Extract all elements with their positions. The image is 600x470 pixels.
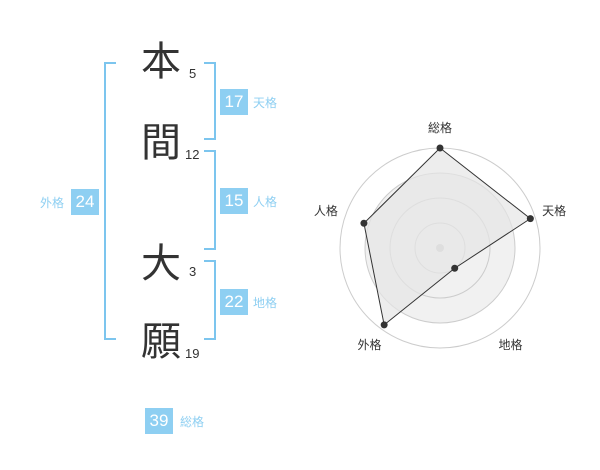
chikaku-bracket (204, 260, 216, 340)
stroke-count-1: 5 (189, 66, 197, 81)
radar-point-1 (436, 144, 444, 152)
radar-axis-label-2: 天格 (542, 203, 566, 218)
radar-axis-label-5: 人格 (314, 203, 338, 218)
outer-bracket (104, 62, 116, 340)
name-char-3: 大 (141, 241, 181, 287)
soukaku-label: 総格 (180, 415, 205, 429)
gaikaku-label: 外格 (40, 196, 65, 210)
radar-data-polygon (363, 147, 532, 326)
radar-point-5 (360, 219, 368, 227)
radar-point-2 (526, 215, 534, 223)
stroke-count-4: 19 (185, 346, 200, 361)
tenkaku-bracket (204, 62, 216, 140)
chikaku-value: 22 (220, 289, 248, 315)
name-char-1: 本 (141, 39, 181, 85)
stroke-count-3: 3 (189, 264, 197, 279)
tenkaku-value: 17 (220, 89, 248, 115)
gaikaku-value: 24 (71, 189, 99, 215)
radar-axis-label-3: 地格 (499, 337, 523, 352)
tenkaku-label: 天格 (253, 96, 278, 110)
radar-point-4 (380, 321, 388, 329)
soukaku-value: 39 (145, 408, 173, 434)
radar-point-3 (451, 264, 459, 272)
radar-axis-label-1: 総格 (428, 120, 452, 135)
name-char-2: 間 (141, 120, 181, 166)
jinkaku-bracket (204, 150, 216, 250)
jinkaku-value: 15 (220, 188, 248, 214)
stroke-count-2: 12 (185, 147, 200, 162)
name-char-4: 願 (141, 319, 181, 365)
jinkaku-label: 人格 (253, 195, 278, 209)
chikaku-label: 地格 (253, 296, 278, 310)
radar-axis-label-4: 外格 (357, 337, 381, 352)
